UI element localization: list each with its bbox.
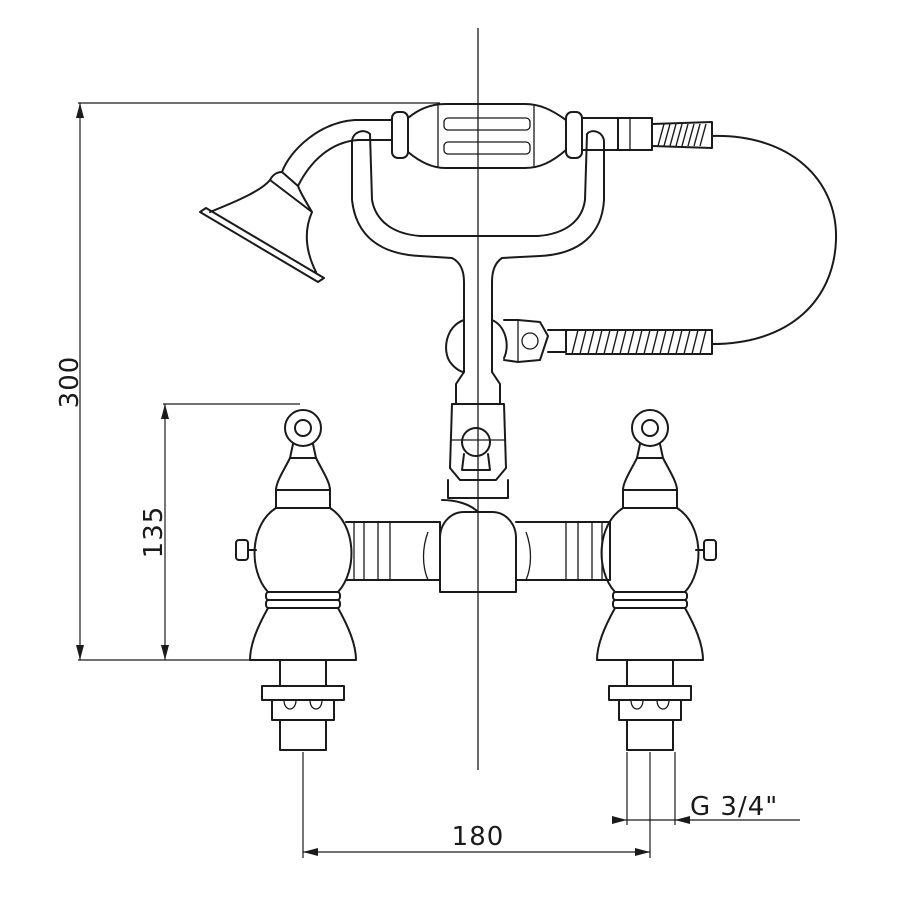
crossbar — [345, 521, 611, 581]
right-tap — [596, 409, 717, 751]
dimension-135: 135 — [139, 403, 300, 660]
lower-hose — [565, 134, 838, 355]
dimension-135-label: 135 — [139, 506, 169, 559]
shower-handset — [199, 103, 713, 283]
handset-cradle — [351, 130, 605, 373]
left-tap — [235, 409, 357, 751]
dimension-300: 300 — [55, 102, 440, 661]
dimension-180: 180 — [302, 752, 651, 858]
dimension-300-label: 300 — [55, 356, 85, 409]
hose-connector — [503, 319, 567, 363]
diverter-body — [422, 371, 532, 593]
dimension-thread: G 3/4" — [612, 752, 800, 825]
dimension-thread-label: G 3/4" — [690, 792, 778, 822]
dimension-180-label: 180 — [452, 822, 505, 852]
